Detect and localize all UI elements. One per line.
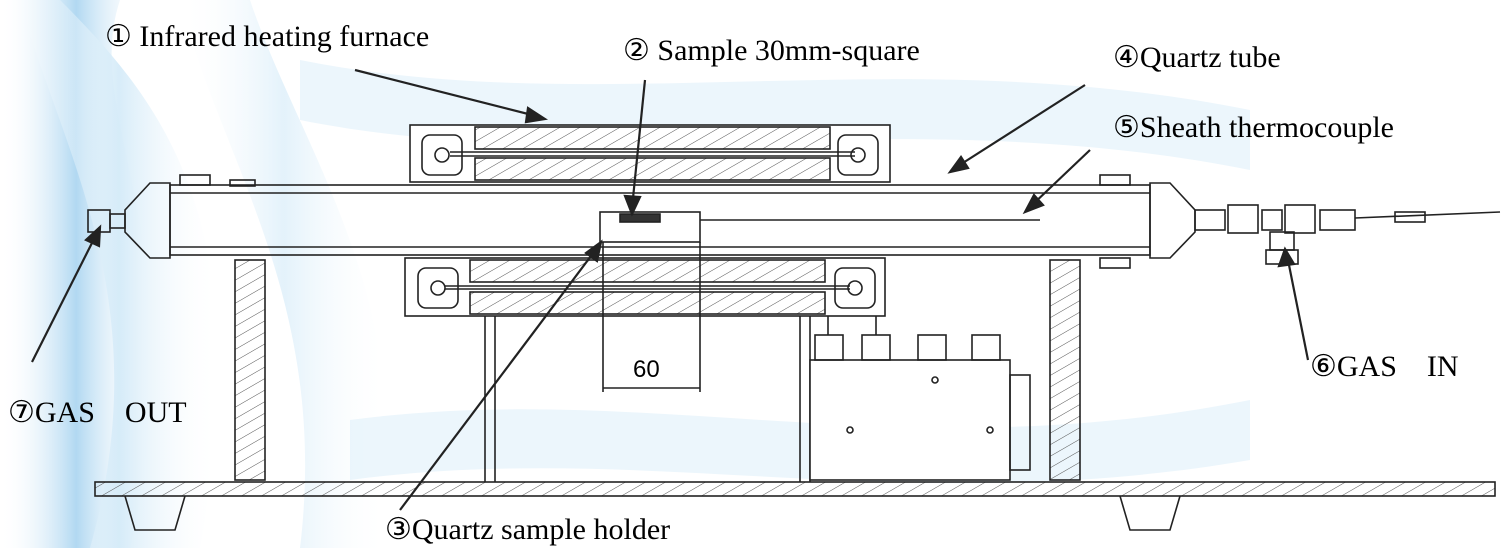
label-sample: ② Sample 30mm-square [623,34,920,67]
label-gas-out: ⑦GAS OUT [8,396,187,429]
base-plate [94,481,1496,531]
upper-furnace [409,124,891,183]
label-infrared-heating-furnace: ① Infrared heating furnace [105,20,430,53]
lower-furnace [404,257,886,317]
quartz-tube [124,174,1196,269]
label-quartz-sample-holder: ③Quartz sample holder [385,513,671,546]
control-box [809,316,1031,481]
leader-arrows [31,68,1310,511]
dimension-60 [602,242,701,392]
quartz-sample-holder [599,211,1040,243]
label-quartz-tube: ④Quartz tube [1113,41,1281,74]
supports [234,259,1081,482]
gas-in-fittings [1194,204,1501,265]
label-sheath-thermocouple: ⑤Sheath thermocouple [1113,111,1394,144]
dimension-label: 60 [633,356,660,383]
label-gas-in: ⑥GAS IN [1310,350,1459,383]
